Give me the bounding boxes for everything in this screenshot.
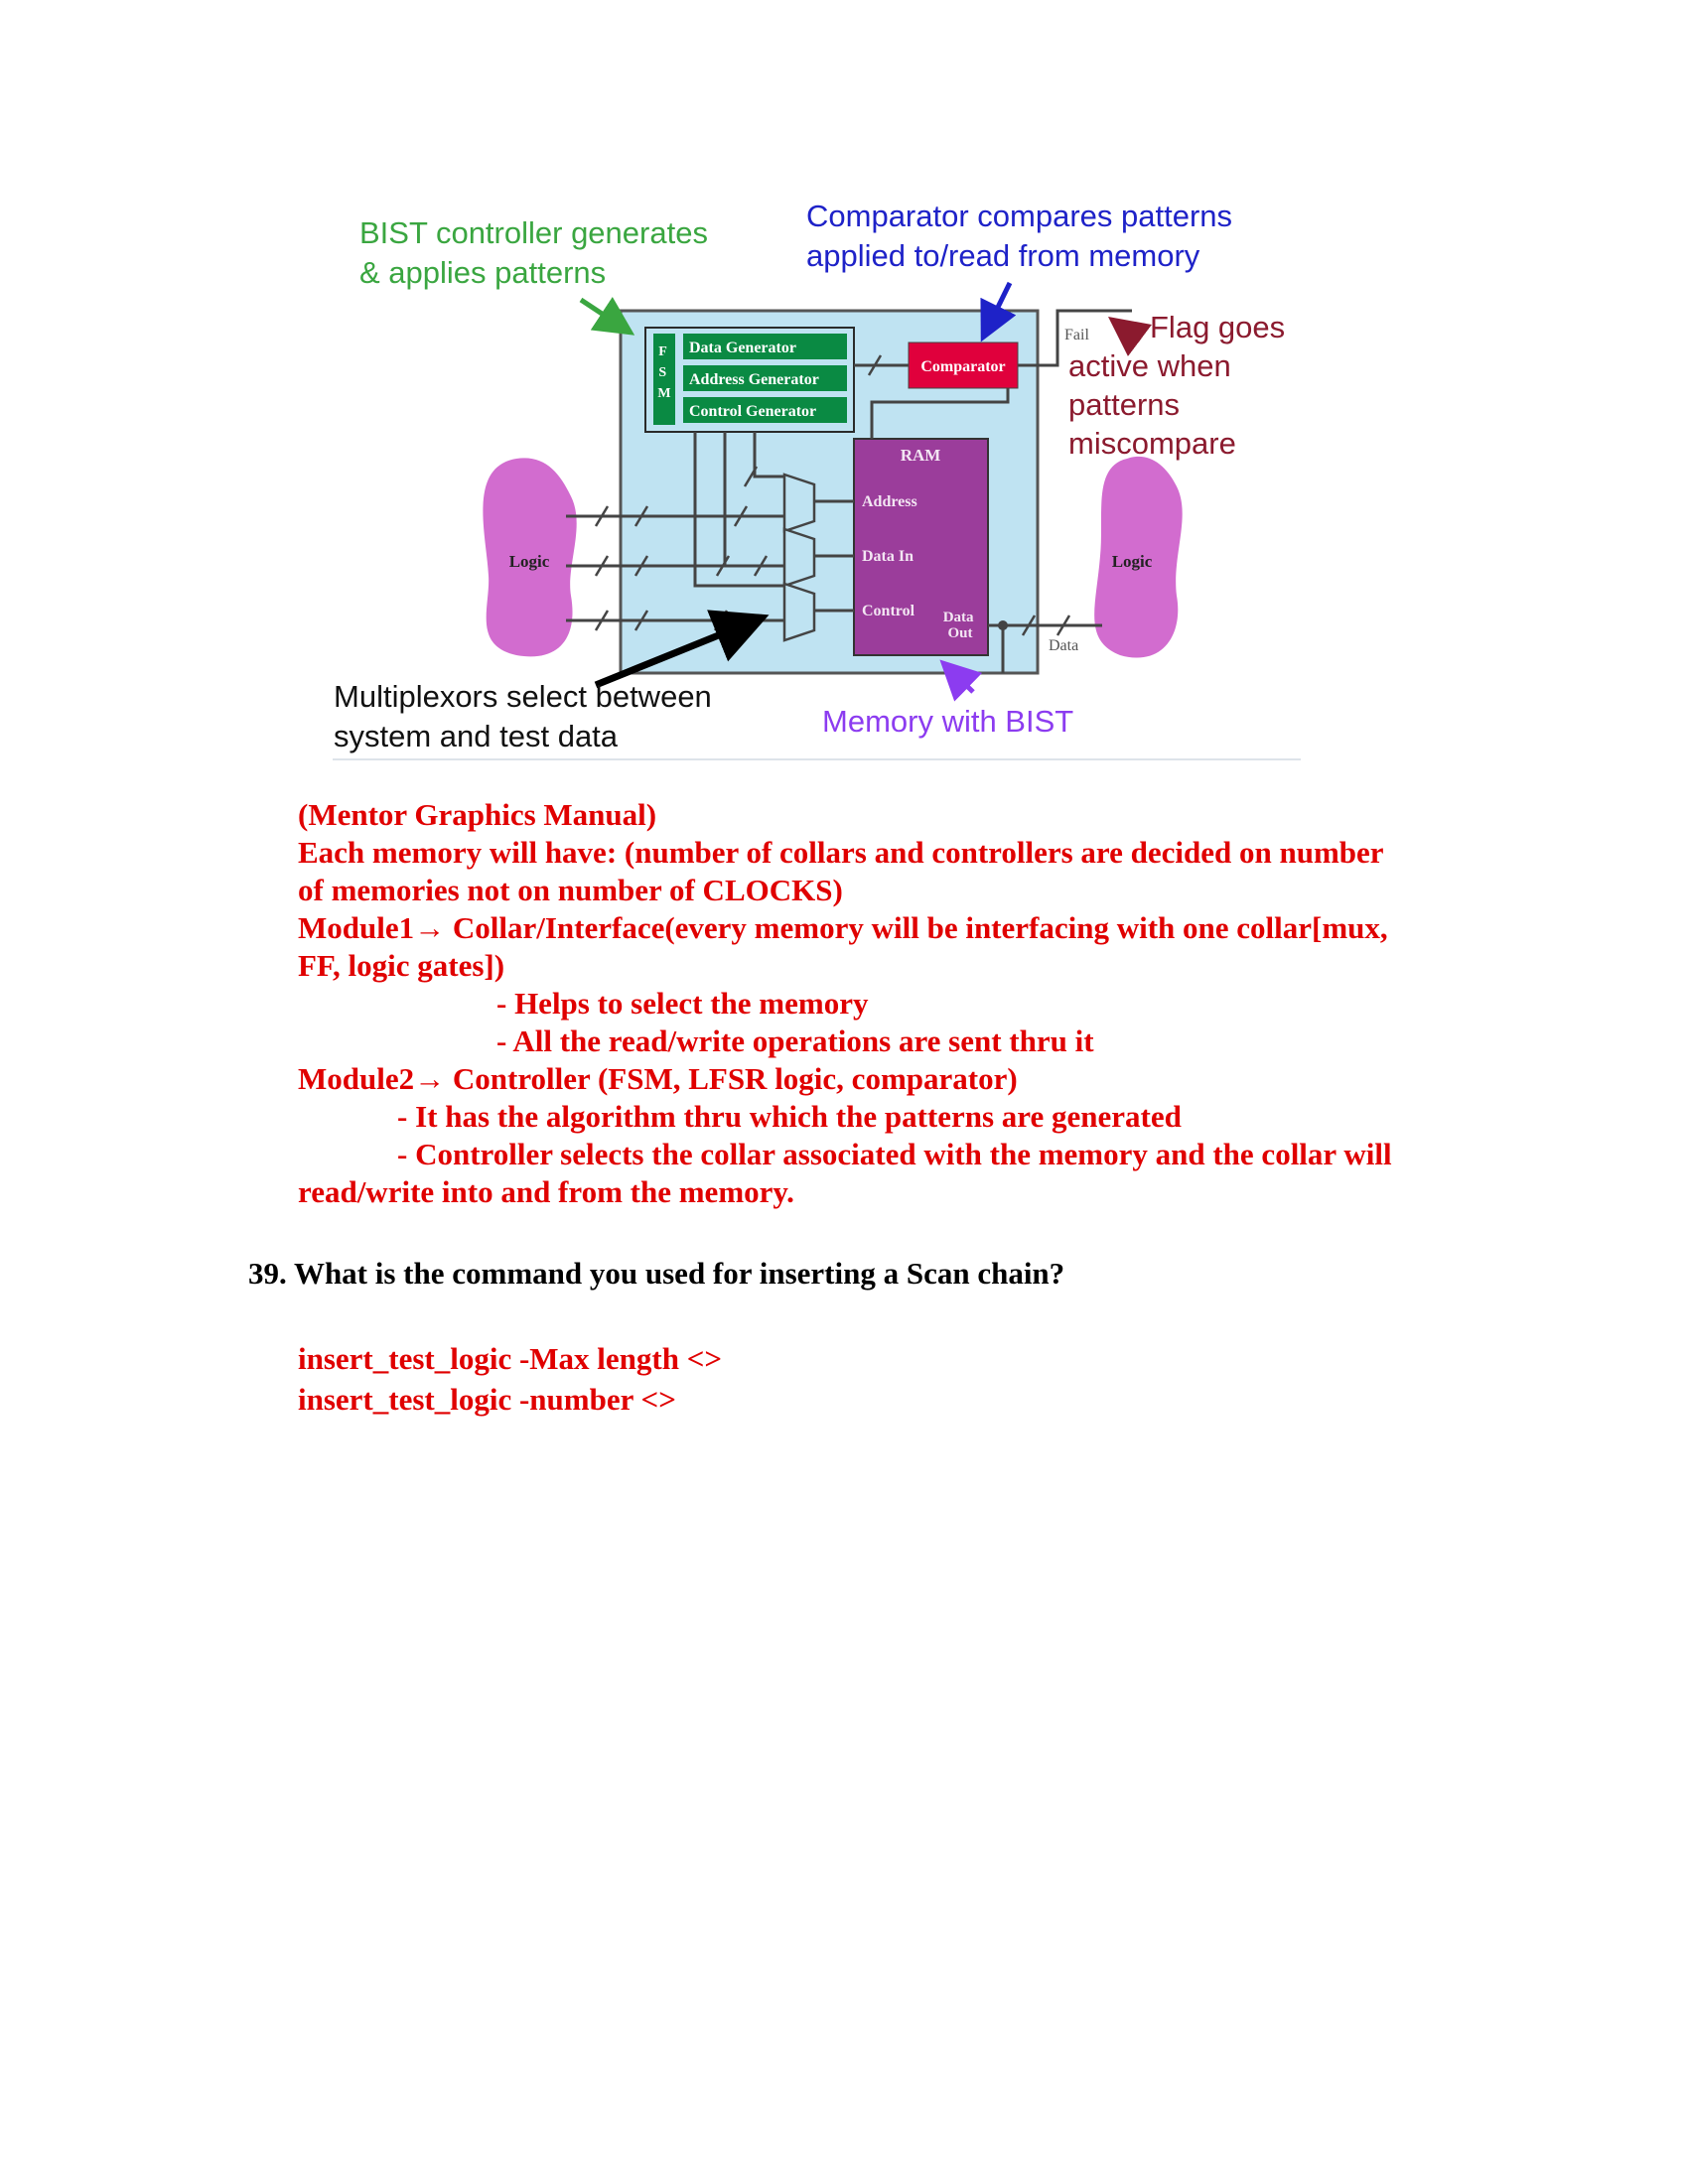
ram-data-out-line: Out <box>947 625 972 641</box>
address-generator-label: Address Generator <box>689 371 819 388</box>
fail-label: Fail <box>1064 327 1089 343</box>
question-39: 39. What is the command you used for ins… <box>248 1256 1065 1291</box>
note-line: read/write into and from the memory. <box>298 1174 794 1209</box>
arrow-flag <box>1108 317 1152 356</box>
comparator-label: Comparator <box>920 358 1005 375</box>
mux-callout-line: Multiplexors select between <box>334 679 712 714</box>
fsm-letter: F <box>658 344 666 359</box>
arrow-comparator <box>980 281 1017 342</box>
logic-label-left: Logic <box>509 552 550 571</box>
comparator-callout-line: Comparator compares patterns <box>806 199 1232 233</box>
ram-data-out-port: Data Out <box>943 610 978 641</box>
ram-block <box>853 438 989 656</box>
note-line: - Helps to select the memory <box>496 986 869 1021</box>
comparator-block <box>908 341 1019 389</box>
flag-callout-line: Flag goes <box>1150 310 1285 344</box>
flag-callout-line: active when <box>1068 348 1231 383</box>
ram-data-in-port: Data In <box>862 548 914 565</box>
note-line: Module1→ Collar/Interface(every memory w… <box>298 910 1388 945</box>
ram-title: RAM <box>901 446 941 465</box>
arrow-controller <box>579 297 635 336</box>
controller-callout-line: BIST controller generates <box>359 215 708 250</box>
memory-callout: Memory with BIST <box>822 704 1073 739</box>
arrow-memory <box>939 659 983 702</box>
answer-line: insert_test_logic -number <> <box>298 1382 676 1417</box>
control-generator-label: Control Generator <box>689 403 816 420</box>
mux-callout-line: system and test data <box>334 719 619 753</box>
arrow-mux <box>594 610 770 689</box>
note-line: of memories not on number of CLOCKS) <box>298 873 843 907</box>
data-label: Data <box>1049 637 1078 654</box>
note-line: FF, logic gates]) <box>298 948 505 983</box>
gen-address <box>683 365 847 391</box>
comparator-callout: Comparator compares patterns applied to/… <box>806 199 1241 273</box>
note-line: (Mentor Graphics Manual) <box>298 797 657 832</box>
controller-callout: BIST controller generates & applies patt… <box>359 215 717 290</box>
notes-block: (Mentor Graphics Manual) Each memory wil… <box>298 796 1489 1211</box>
ram-control-port: Control <box>862 603 915 619</box>
flag-callout-line: patterns <box>1068 387 1180 422</box>
bist-diagram: BIST controller generates & applies patt… <box>333 199 1301 760</box>
multiplexors <box>782 473 816 642</box>
answer-line: insert_test_logic -Max length <> <box>298 1341 723 1376</box>
comparator-callout-line: applied to/read from memory <box>806 238 1200 273</box>
gen-data <box>683 334 847 359</box>
flag-callout: Flag goes active when patterns miscompar… <box>1068 310 1294 461</box>
fsm-letter: M <box>657 386 670 401</box>
flag-callout-line: miscompare <box>1068 426 1236 461</box>
answer-block: insert_test_logic -Max length <> insert_… <box>298 1338 722 1420</box>
controller-callout-line: & applies patterns <box>359 255 606 290</box>
data-generator-label: Data Generator <box>689 340 796 356</box>
logic-blob-right <box>1094 456 1183 658</box>
note-line: - It has the algorithm thru which the pa… <box>397 1099 1182 1134</box>
gen-control <box>683 397 847 423</box>
logic-blob-left <box>483 458 577 657</box>
note-line: - Controller selects the collar associat… <box>397 1137 1392 1171</box>
note-line: - All the read/write operations are sent… <box>496 1024 1094 1058</box>
fsm-letter: S <box>658 365 666 380</box>
note-line: Module2→ Controller (FSM, LFSR logic, co… <box>298 1061 1018 1096</box>
ram-address-port: Address <box>862 493 917 510</box>
data-out-junction <box>998 620 1008 630</box>
ram-data-out-line: Data <box>943 610 974 625</box>
fsm-column <box>653 334 675 425</box>
note-line: Each memory will have: (number of collar… <box>298 835 1384 870</box>
mux-callout: Multiplexors select between system and t… <box>334 679 720 753</box>
logic-label-right: Logic <box>1112 552 1153 571</box>
fsm-label: F S M <box>657 344 670 401</box>
